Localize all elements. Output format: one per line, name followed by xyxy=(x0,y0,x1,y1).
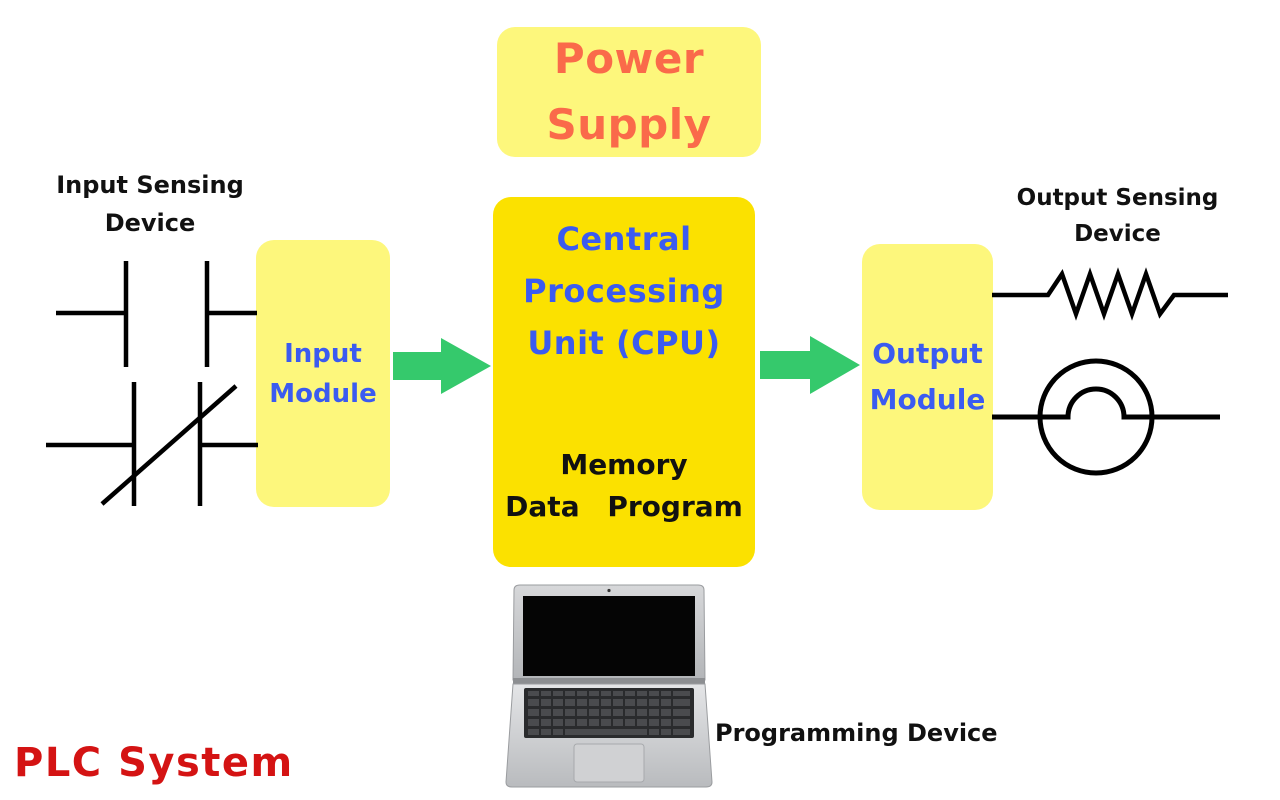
output-module-label-line2: Module xyxy=(869,383,986,416)
input-module-box: Input Module xyxy=(256,240,390,507)
memory-sublabel: Data Program xyxy=(505,490,743,523)
programming-device-label: Programming Device xyxy=(715,719,998,747)
lamp-icon xyxy=(992,358,1220,476)
arrow-right-icon xyxy=(393,338,491,394)
memory-label: Memory xyxy=(560,448,688,481)
input-sensing-device-label: Input Sensing Device xyxy=(40,166,260,242)
input-sensing-label-line1: Input Sensing xyxy=(56,171,244,199)
input-module-label-line1: Input xyxy=(284,338,362,369)
cpu-title: Central Processing Unit (CPU) xyxy=(523,213,725,369)
output-sensing-label-line2: Device xyxy=(1074,221,1161,247)
no-contact-icon xyxy=(56,261,257,367)
output-sensing-label-line1: Output Sensing xyxy=(1016,185,1219,211)
plc-system-title: PLC System xyxy=(14,740,294,786)
output-sensing-device-label: Output Sensing Device xyxy=(1000,180,1235,252)
power-supply-box: Power Supply xyxy=(497,27,761,157)
output-module-label-line1: Output xyxy=(872,337,983,370)
nc-contact-icon xyxy=(46,382,258,506)
power-supply-label-line2: Supply xyxy=(546,100,712,149)
input-sensing-label-line2: Device xyxy=(104,209,196,237)
cpu-title-line1: Central xyxy=(556,220,692,258)
cpu-title-line2: Processing xyxy=(523,272,725,310)
resistor-icon xyxy=(992,267,1228,321)
input-module-label-line2: Module xyxy=(269,378,377,409)
output-module-box: Output Module xyxy=(862,244,993,510)
arrow-right-icon xyxy=(760,336,860,394)
power-supply-label-line1: Power xyxy=(553,34,705,83)
cpu-box: Central Processing Unit (CPU) Memory Dat… xyxy=(493,197,755,567)
cpu-title-line3: Unit (CPU) xyxy=(527,324,721,362)
laptop-icon xyxy=(505,584,713,788)
